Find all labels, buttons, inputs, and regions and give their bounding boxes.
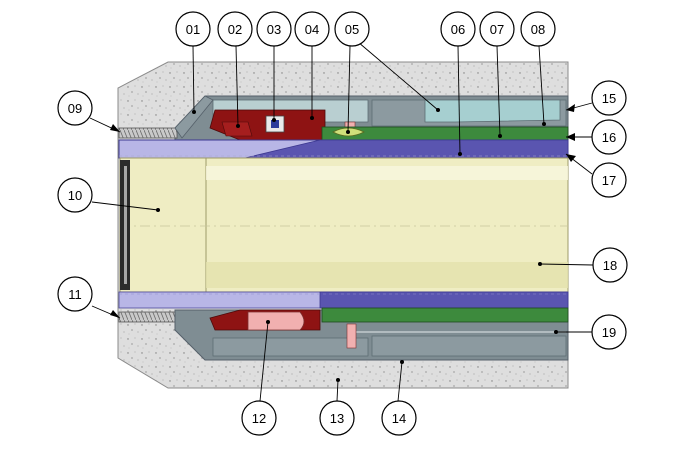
callout-group: 01 02 03 04 05 06 07 08 09 10 11 12 13 1… (57, 11, 628, 436)
callout-12: 12 (241, 400, 277, 436)
callout-19: 19 (591, 314, 627, 350)
callout-04-label: 04 (305, 22, 319, 37)
callout-06-label: 06 (451, 22, 465, 37)
callout-07-label: 07 (490, 22, 504, 37)
teal-wedge (424, 99, 561, 123)
callout-10: 10 (57, 177, 93, 213)
callout-09-label: 09 (68, 101, 82, 116)
lower-channel-inner-right (371, 335, 567, 357)
callout-16: 16 (591, 119, 627, 155)
callout-05-label: 05 (345, 22, 359, 37)
callout-01-label: 01 (186, 22, 200, 37)
callout-08-label: 08 (531, 22, 545, 37)
callout-18: 18 (592, 247, 628, 283)
green-band-lower (321, 307, 569, 323)
callout-09: 09 (57, 90, 93, 126)
core-shade (206, 262, 568, 288)
callout-01: 01 (175, 11, 211, 47)
callout-18-label: 18 (603, 258, 617, 273)
callout-13: 13 (319, 400, 355, 436)
threaded-ring-upper (118, 127, 178, 139)
callout-02: 02 (217, 11, 253, 47)
pink-nub-lower (346, 323, 357, 349)
core-end-bar-inner (124, 166, 127, 284)
callout-17-label: 17 (602, 173, 616, 188)
callout-11: 11 (57, 276, 93, 312)
threaded-ring-lower (118, 311, 178, 323)
callout-03: 03 (256, 11, 292, 47)
callout-04: 04 (294, 11, 330, 47)
callout-06: 06 (440, 11, 476, 47)
callout-13-label: 13 (330, 411, 344, 426)
callout-16-label: 16 (602, 130, 616, 145)
callout-14: 14 (381, 400, 417, 436)
purple-wedge-lower (319, 291, 569, 309)
leader-arrows (110, 104, 576, 318)
callout-03-label: 03 (267, 22, 281, 37)
callout-17: 17 (591, 162, 627, 198)
cone-upper (174, 95, 214, 139)
callout-10-label: 10 (68, 188, 82, 203)
pink-block-lower (247, 311, 305, 331)
callout-11-label: 11 (68, 287, 82, 302)
callout-05: 05 (334, 11, 370, 47)
callout-12-label: 12 (252, 411, 266, 426)
leader-dots (156, 108, 558, 382)
callout-19-label: 19 (602, 325, 616, 340)
callout-15-label: 15 (602, 91, 616, 106)
callout-15: 15 (591, 80, 627, 116)
callout-14-label: 14 (392, 411, 406, 426)
callout-08: 08 (520, 11, 556, 47)
callout-02-label: 02 (228, 22, 242, 37)
core-highlight (206, 166, 568, 180)
red-cavity-upper-inner (221, 121, 253, 137)
lower-channel-inner (212, 337, 369, 357)
bolt-core (271, 120, 279, 128)
leader-lines (89, 41, 594, 402)
core-left (119, 157, 207, 293)
callout-07: 07 (479, 11, 515, 47)
